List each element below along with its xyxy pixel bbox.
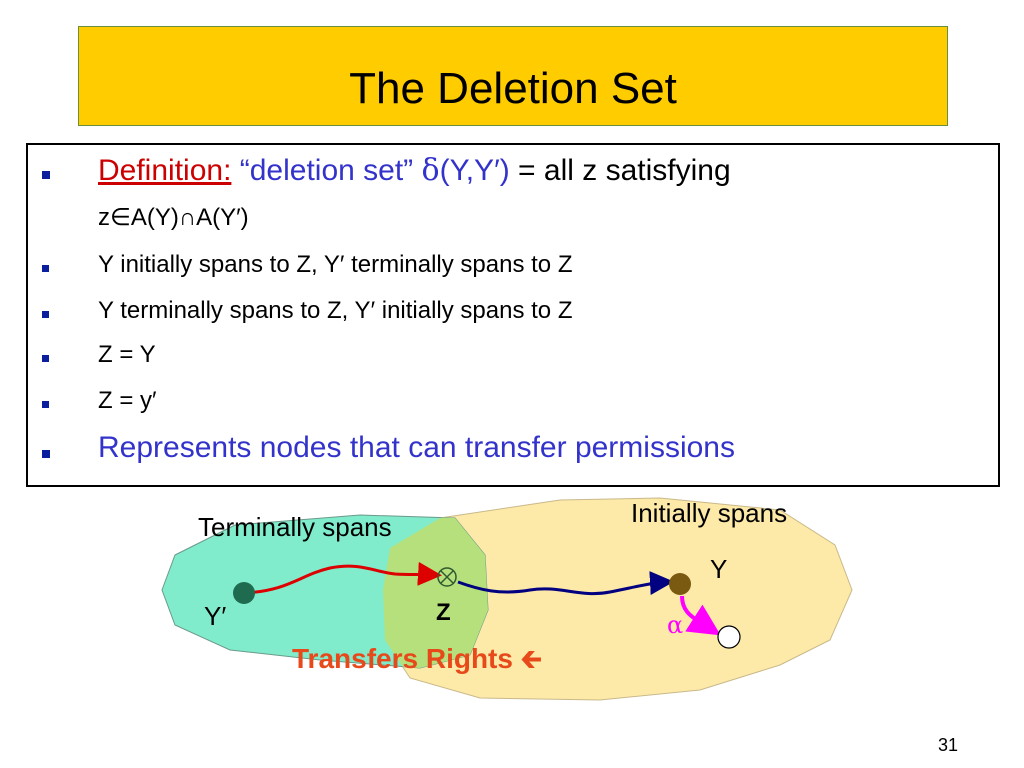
slide-title: The Deletion Set <box>349 64 677 113</box>
label-z: Z <box>436 599 451 626</box>
node-yprime <box>233 582 255 604</box>
deletion-set-term: “deletion set” <box>239 154 414 187</box>
title-box: The Deletion Set <box>78 26 948 126</box>
red-path <box>245 561 442 595</box>
slide-number: 31 <box>938 735 959 755</box>
definition-rest: = all z satisfying <box>518 154 731 187</box>
delta-symbol: δ <box>421 153 440 188</box>
delta-args: (Y,Y′) <box>439 154 510 187</box>
node-target <box>717 625 741 649</box>
bullet-marker <box>42 450 50 458</box>
bullet-case-3: Z = Y <box>98 341 156 368</box>
label-yprime: Y′ <box>204 601 226 631</box>
bullet-case-1: Y initially spans to Z, Y′ terminally sp… <box>98 251 573 278</box>
content-box: Definition: “deletion set” δ(Y,Y′) = all… <box>26 143 1000 487</box>
bullet-represents: Represents nodes that can transfer permi… <box>98 431 735 464</box>
transfers-rights-text: Transfers Rights <box>292 643 513 674</box>
bullet-marker <box>42 171 50 179</box>
bullet-case-2: Y terminally spans to Z, Y′ initially sp… <box>98 297 573 324</box>
label-y: Y <box>710 554 727 584</box>
bullet-definition: Definition: “deletion set” δ(Y,Y′) = all… <box>98 153 731 188</box>
bullet-marker <box>42 265 49 272</box>
label-alpha: α <box>667 611 683 639</box>
label-initially-spans: Initially spans <box>631 498 787 528</box>
bullet-marker <box>42 401 49 408</box>
definition-label: Definition: <box>98 154 232 187</box>
blue-path <box>457 571 674 596</box>
bullet-marker <box>42 311 49 318</box>
bullet-marker <box>42 355 49 362</box>
transfers-rights-label: Transfers Rights 🡰 <box>292 643 542 675</box>
bullet-case-4: Z = y′ <box>98 387 157 414</box>
left-arrow-icon: 🡰 <box>521 645 542 675</box>
label-terminally-spans: Terminally spans <box>198 512 392 542</box>
node-z <box>437 567 457 587</box>
node-y <box>669 573 691 595</box>
alpha-arrow <box>680 595 721 636</box>
definition-condition: z∈A(Y)∩A(Y′) <box>98 204 249 231</box>
